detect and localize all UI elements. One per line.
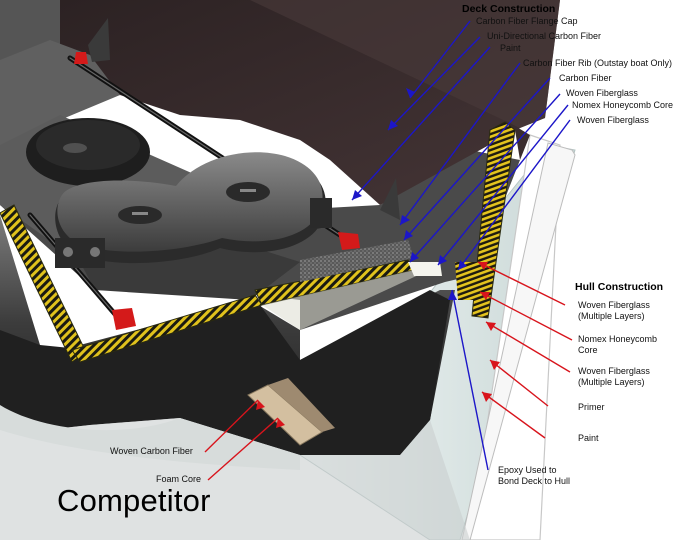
seat-clips [74, 52, 360, 330]
deck-arrowheads [352, 88, 467, 300]
label-carbon-fiber-rib: Carbon Fiber Rib (Outstay boat Only) [523, 58, 673, 68]
hull-arrows [204, 261, 573, 481]
hull-honeycomb [455, 120, 530, 319]
label-woven-fiberglass-deck-2: Woven Fiberglass [577, 115, 649, 125]
label-carbon-fiber-flange-cap: Carbon Fiber Flange Cap [476, 16, 578, 26]
foot-brace [88, 18, 400, 220]
label-uni-directional-carbon-fiber: Uni-Directional Carbon Fiber [487, 31, 602, 41]
deck-flange-honeycomb [254, 240, 442, 330]
label-hull-woven-fiberglass-1: Woven Fiberglass (Multiple Layers) [578, 300, 650, 321]
label-paint-deck: Paint [500, 43, 521, 53]
label-woven-fiberglass-deck-1: Woven Fiberglass [566, 88, 638, 98]
label-foam-core: Foam Core [156, 474, 202, 484]
deck-surface [0, 0, 560, 205]
hull-construction-heading: Hull Construction [575, 281, 664, 293]
label-primer: Primer [578, 402, 605, 412]
seat [55, 152, 332, 268]
label-hull-woven-fiberglass-2: Woven Fiberglass (Multiple Layers) [578, 366, 650, 387]
foam-core-strip [247, 378, 335, 446]
footwell [26, 118, 150, 186]
label-hull-nomex-honeycomb-core: Nomex Honeycomb Core [578, 334, 658, 355]
label-paint-hull: Paint [578, 433, 599, 443]
label-epoxy-bond: Epoxy Used to Bond Deck to Hull [498, 465, 571, 486]
label-carbon-fiber: Carbon Fiber [559, 73, 612, 83]
diagram-title: Competitor [57, 483, 211, 518]
hull-arrowheads [256, 262, 500, 428]
deck-arrows [351, 20, 571, 471]
label-nomex-honeycomb-core-deck: Nomex Honeycomb Core [572, 100, 674, 110]
deck-construction-heading: Deck Construction [462, 3, 556, 15]
label-woven-carbon-fiber: Woven Carbon Fiber [110, 446, 193, 456]
